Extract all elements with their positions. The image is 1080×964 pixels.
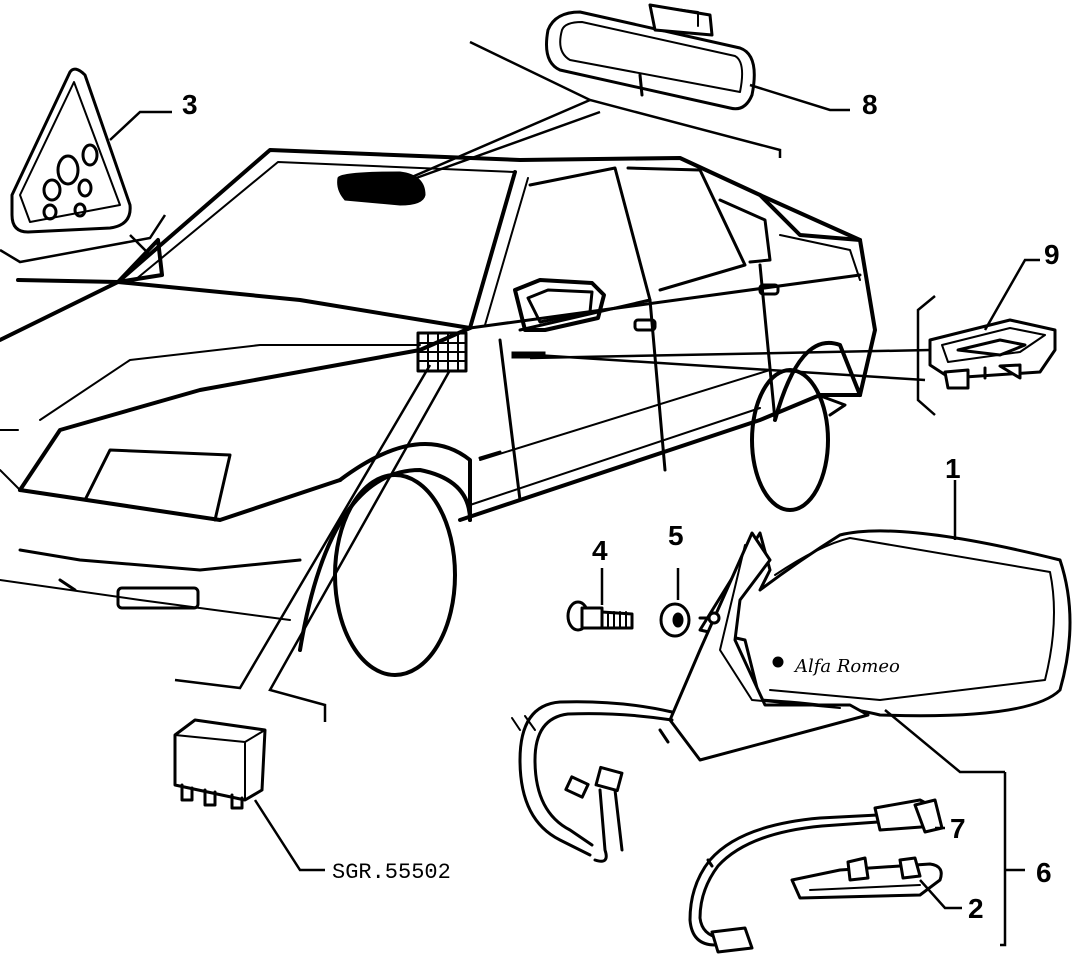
guide-8b <box>404 98 591 182</box>
bracket-6 <box>1000 772 1007 947</box>
callout-7: 7 <box>950 813 966 844</box>
part-bracket-plate <box>790 856 943 900</box>
reference-code-label: SGR.55502 <box>332 860 451 885</box>
callout-9: 9 <box>1044 239 1060 270</box>
part-switch <box>928 318 1057 390</box>
part-screw <box>566 600 634 632</box>
callout-5: 5 <box>668 520 684 551</box>
leader-3 <box>109 110 172 141</box>
part-mirror-cable <box>511 700 674 863</box>
leader-relay <box>253 799 325 872</box>
callout-2: 2 <box>968 893 984 924</box>
part-triangle-cover <box>10 67 132 234</box>
part-door-mirror: Alfa Romeo <box>668 529 1072 762</box>
car-illustration <box>0 148 877 677</box>
guide-relay-a <box>174 364 432 690</box>
mirror-brand-script: Alfa Romeo <box>793 656 900 677</box>
guide-9b <box>534 353 926 382</box>
guide-3b <box>129 234 151 256</box>
part-harness <box>688 798 944 954</box>
callout-8: 8 <box>862 89 878 120</box>
guide-relay-b <box>268 369 452 722</box>
guide-9a <box>529 348 931 360</box>
leader-2 <box>919 879 962 910</box>
leader-6-upper <box>884 709 1005 774</box>
leader-8 <box>749 83 850 112</box>
callout-4: 4 <box>592 535 608 566</box>
guide-8c <box>404 110 601 184</box>
callout-1: 1 <box>945 453 961 484</box>
part-washer <box>659 602 721 638</box>
guide-8a <box>469 40 782 158</box>
guide-3a <box>0 214 167 264</box>
callout-6: 6 <box>1036 857 1052 888</box>
callout-3: 3 <box>182 89 198 120</box>
leader-9 <box>983 258 1040 331</box>
part-relay <box>173 718 267 810</box>
part-rearview-mirror <box>545 3 756 111</box>
bracket-9 <box>916 295 936 416</box>
